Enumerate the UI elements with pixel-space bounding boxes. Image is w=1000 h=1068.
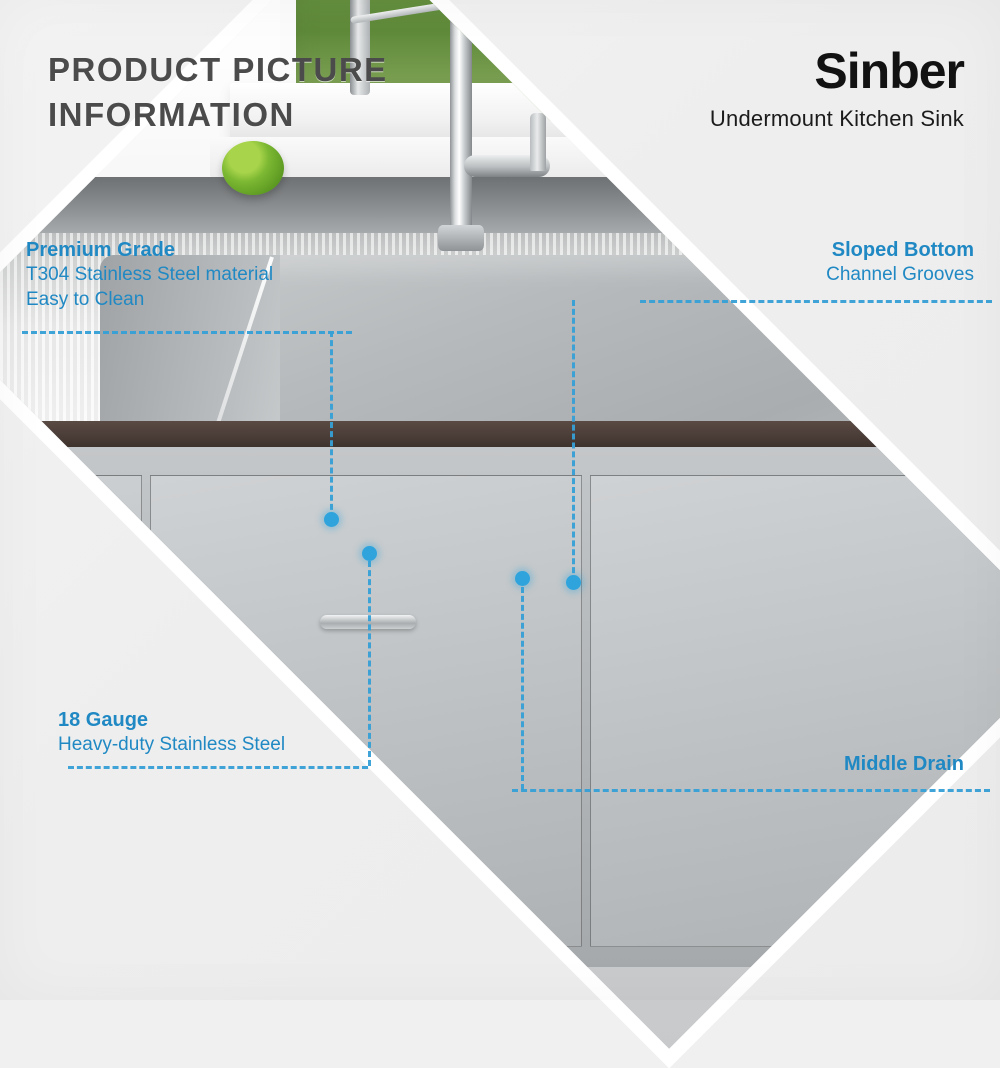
lime-fruit — [222, 140, 284, 196]
callout-18-gauge-leader — [368, 552, 371, 766]
page-title-line-1: PRODUCT PICTURE — [48, 51, 388, 88]
cabinet-handle-left — [0, 585, 17, 599]
callout-premium-grade-line2: T304 Stainless Steel material — [26, 264, 274, 285]
callout-middle-drain-rule — [512, 789, 990, 792]
callout-premium-grade-line3: Easy to Clean — [26, 288, 145, 310]
callout-premium-grade: Premium Grade T304 Stainless Steel mater… — [26, 238, 273, 312]
callout-premium-grade-title: Premium Grade — [26, 239, 175, 261]
faucet-base — [438, 225, 484, 251]
callout-18-gauge-line2: Heavy-duty Stainless Steel — [58, 734, 286, 755]
page-title-line-2: INFORMATION — [48, 95, 295, 133]
callout-sloped-bottom-marker-dot — [566, 575, 581, 590]
countertop-backsplash — [0, 177, 1000, 233]
cabinet-door-right — [590, 475, 1000, 947]
callout-middle-drain-leader — [521, 578, 524, 790]
callout-premium-grade-leader — [330, 331, 333, 519]
callout-sloped-bottom: Sloped Bottom Channel Grooves — [826, 238, 974, 288]
callout-18-gauge-marker-dot — [362, 546, 377, 561]
callout-premium-grade-marker-dot — [324, 512, 339, 527]
callout-middle-drain: Middle Drain — [844, 752, 964, 777]
callout-sloped-bottom-leader — [572, 300, 575, 582]
callout-18-gauge-rule — [68, 766, 368, 769]
callout-middle-drain-marker-dot — [515, 571, 530, 586]
countertop-edge — [0, 421, 1000, 447]
callout-sloped-bottom-rule — [640, 300, 992, 303]
page-title: PRODUCT PICTURE INFORMATION — [48, 48, 478, 137]
callout-18-gauge: 18 Gauge Heavy-duty Stainless Steel — [58, 708, 285, 758]
brand-logo: Sinber — [814, 43, 965, 99]
callout-sloped-bottom-line2: Channel Grooves — [826, 264, 974, 285]
callout-sloped-bottom-title: Sloped Bottom — [831, 239, 974, 261]
brand-block: Sinber Undermount Kitchen Sink — [709, 43, 965, 132]
brand-tagline: Undermount Kitchen Sink — [709, 106, 964, 131]
callout-premium-grade-rule — [22, 331, 352, 334]
infographic-canvas: PRODUCT PICTURE INFORMATION Sinber Under… — [0, 0, 1000, 1000]
callout-middle-drain-title: Middle Drain — [843, 753, 964, 775]
callout-18-gauge-title: 18 Gauge — [58, 709, 149, 731]
faucet-handle — [530, 112, 546, 171]
